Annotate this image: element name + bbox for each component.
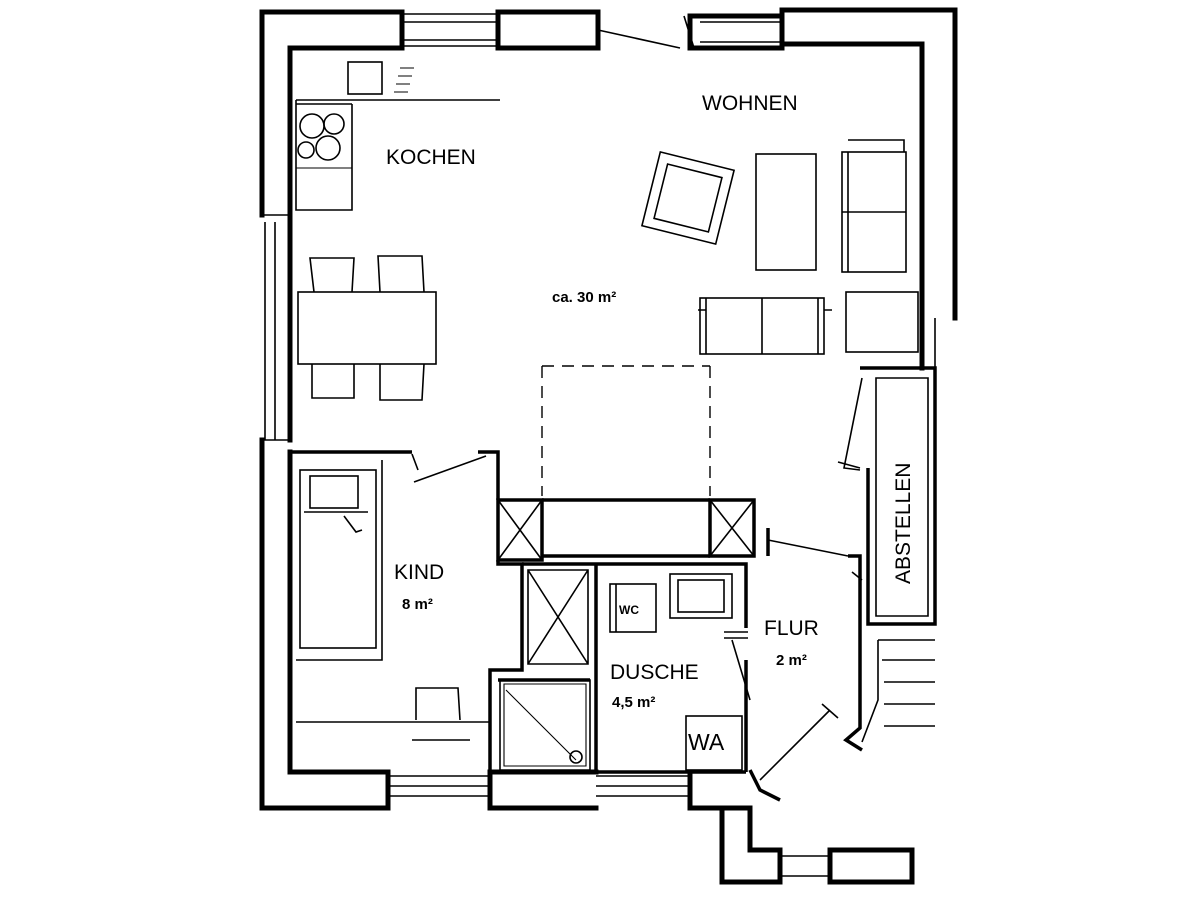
- room-area-dusche: 4,5 m²: [612, 694, 655, 711]
- fixture-label-wa: WA: [688, 729, 725, 755]
- stove-icon: [297, 113, 345, 161]
- washing-machine-icon: [685, 715, 743, 771]
- room-label-abstellen: ABSTELLEN: [892, 463, 915, 584]
- room-label-kochen: KOCHEN: [386, 146, 476, 169]
- washbasin-icon: [669, 573, 733, 619]
- desk-chair-icon: [415, 687, 461, 721]
- chair-icon: [309, 255, 425, 401]
- room-area-flur: 2 m²: [776, 652, 807, 669]
- interior-walls: [290, 366, 937, 802]
- room-area-kind: 8 m²: [402, 596, 433, 613]
- bed-icon: [299, 469, 377, 649]
- room-labels: KOCHEN WOHNEN ca. 30 m² KIND 8 m² DUSCHE…: [386, 92, 915, 755]
- room-label-flur: FLUR: [764, 617, 819, 640]
- kitchen-counter: [295, 61, 500, 211]
- bath-fixtures: [609, 573, 743, 771]
- room-label-kind: KIND: [394, 561, 444, 584]
- room-label-wohnen: WOHNEN: [702, 92, 798, 115]
- dining-table: [297, 255, 437, 401]
- overhead-dashed-lines: [541, 365, 711, 496]
- room-label-dusche: DUSCHE: [610, 661, 699, 684]
- armchair-icon: [640, 150, 736, 246]
- kind-furniture: [296, 460, 490, 741]
- room-area-wohnen: ca. 30 m²: [552, 289, 616, 306]
- outer-walls: [259, 7, 958, 885]
- living-furniture: [640, 139, 919, 355]
- fixture-label-wc: WC: [619, 603, 639, 617]
- wc-icon: [609, 583, 657, 633]
